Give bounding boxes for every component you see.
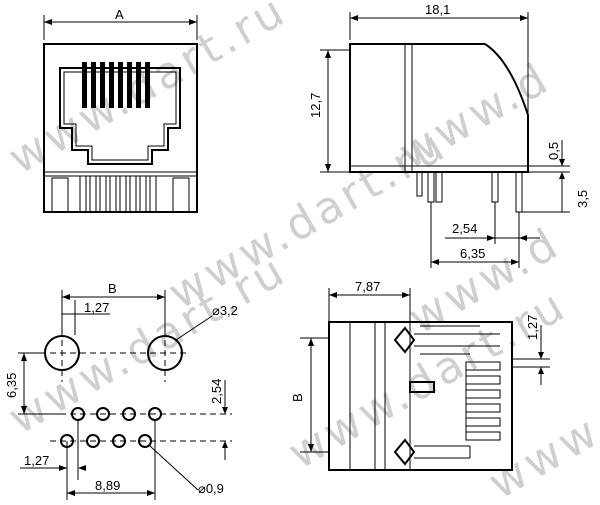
watermark-text: www.dart.ru [160,119,456,319]
dim-left-offset-label: 1,27 [24,453,49,468]
dim-a-label: A [115,7,124,22]
dim-pin-length-label: 3,5 [575,190,590,208]
dim-pad-diameter-label: ⌀0,9 [198,481,224,496]
dim-pin-offset-label: 0,5 [546,142,561,160]
front-view: A [43,7,198,213]
dim-length-label: 18,1 [425,2,450,17]
watermark-text: www.d [480,382,600,505]
bottom-view: 7,87 B [290,279,550,471]
contact-comb [465,361,501,441]
dim-span-label: 8,89 [95,478,120,493]
dim-height-label: 12,7 [308,93,323,118]
pcb-footprint: B 1,27 ⌀3,2 6,35 [4,281,238,500]
dim-hole-diameter-label: ⌀3,2 [212,303,238,318]
dim-pin-pitch-b-label: 1,27 [525,315,540,340]
dim-b-label: B [108,281,117,296]
dim-pin-span-label: 6,35 [460,246,485,261]
dim-offset-label: 1,27 [84,300,109,315]
contact-fingers [82,62,150,108]
dim-vertical-label: 6,35 [4,373,19,398]
dim-pin-pitch-label: 2,54 [452,221,477,236]
side-view: 18,1 12,7 0,5 3,5 2,54 6, [308,2,590,268]
dim-width-b-label: B [290,393,305,402]
bottom-pins [79,175,157,213]
dim-row-pitch-label: 2,54 [209,379,224,404]
dim-depth-label: 7,87 [355,279,380,294]
